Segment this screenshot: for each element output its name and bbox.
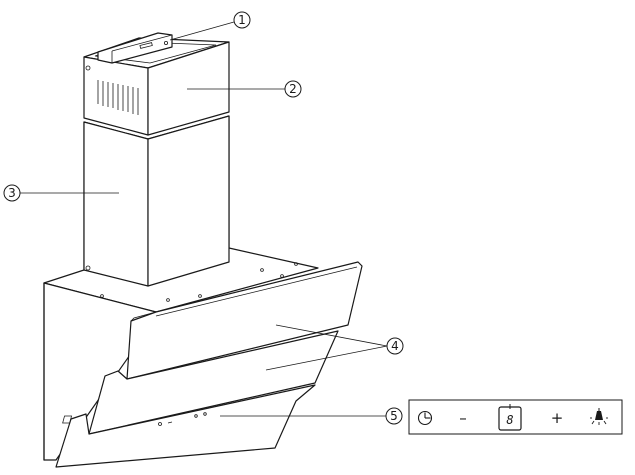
vent-slots (97, 80, 139, 115)
callout-1-label: 1 (238, 13, 246, 27)
glass-panel-lower (88, 330, 339, 435)
clock-icon (417, 410, 433, 426)
glass-panel-control (55, 384, 316, 468)
callout-3: 3 (3, 184, 21, 202)
plus-symbol: + (551, 409, 564, 427)
callout-1: 1 (233, 11, 251, 29)
callout-4-label: 4 (391, 339, 399, 353)
callout-2-label: 2 (289, 82, 297, 96)
lamp-icon (590, 408, 608, 425)
leader-lines (20, 21, 388, 417)
glass-panel-upper (126, 261, 363, 380)
callout-3-label: 3 (8, 186, 16, 200)
callout-4: 4 (386, 337, 404, 355)
minus-symbol: – (459, 409, 467, 427)
display-box: 8 (498, 404, 522, 431)
control-panel-detail: – 8 + (408, 399, 623, 435)
display-value: 8 (506, 413, 513, 427)
callout-5: 5 (385, 407, 403, 425)
mounting-bracket (97, 32, 173, 64)
callout-2: 2 (284, 80, 302, 98)
callout-5-label: 5 (390, 409, 398, 423)
